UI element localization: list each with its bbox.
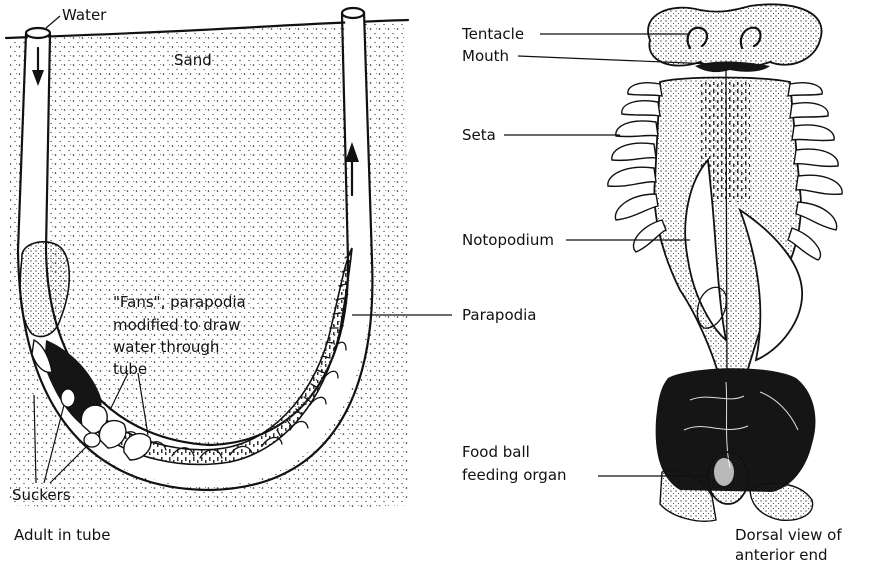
head-lobes	[648, 4, 822, 68]
label-tentacle: Tentacle	[461, 25, 524, 43]
label-food-ball-line2: feeding organ	[462, 466, 567, 484]
label-water: Water	[62, 6, 107, 24]
label-sand: Sand	[174, 51, 212, 69]
label-suckers: Suckers	[12, 486, 71, 504]
caption-dorsal-line2: anterior end	[735, 546, 828, 564]
label-mouth: Mouth	[462, 47, 509, 65]
label-fans-line2: modified to draw	[113, 316, 240, 334]
label-fans-line1: "Fans", parapodia	[113, 293, 246, 311]
label-seta: Seta	[462, 126, 496, 144]
label-fans-line3: water through	[113, 338, 219, 356]
caption-adult-in-tube: Adult in tube	[14, 526, 110, 544]
label-notopodium: Notopodium	[462, 231, 554, 249]
food-ball-highlight	[714, 458, 734, 486]
label-fans-line4: tube	[113, 360, 147, 378]
label-parapodia: Parapodia	[462, 306, 537, 324]
label-food-ball-line1: Food ball	[462, 443, 530, 461]
left-figure-tube-diagram: Water Sand "Fans", parapodia modified to…	[6, 6, 537, 544]
right-figure-dorsal-view: Tentacle Mouth Seta Notopodium Food ball…	[461, 4, 842, 564]
leader-water	[46, 16, 60, 28]
caption-dorsal-line1: Dorsal view of	[735, 526, 842, 544]
lower-tissue-right	[750, 484, 813, 521]
